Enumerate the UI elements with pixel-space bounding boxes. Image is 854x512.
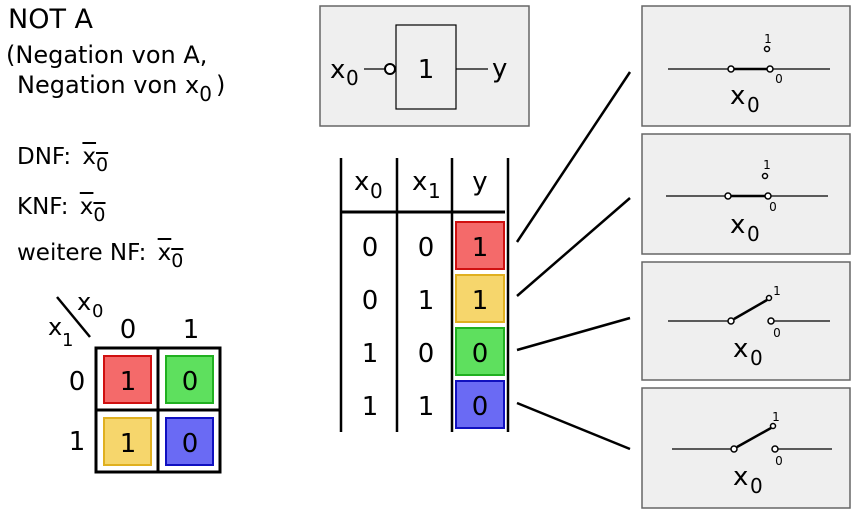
switch-var-sub: 0 [750, 346, 763, 370]
switch-bottom-label: 0 [775, 72, 783, 86]
kmap-cell: 1 [120, 429, 137, 459]
switch-top-label: 1 [773, 284, 781, 298]
cell-x0: 1 [362, 392, 379, 422]
kmap-col-label: 1 [183, 315, 200, 345]
kmap-row-sub: 1 [62, 330, 73, 351]
form-other: weitere NF: x0 [17, 238, 183, 276]
switch-top-label: 1 [763, 158, 771, 172]
switch-panel: 1 0 x 0 [641, 261, 851, 381]
subtitle-line2: Negation von x0) [17, 70, 225, 109]
switch-var: x [730, 81, 745, 111]
subtitle-line1: (Negation von A, [6, 41, 208, 69]
switch-lever [736, 426, 772, 449]
kmap-cell-bg [103, 417, 152, 466]
switch-top-label: 1 [764, 32, 772, 46]
gate-symbol: x 0 1 y [319, 5, 530, 127]
form-label: weitere NF: [17, 240, 147, 266]
kmap-cell: 0 [182, 367, 199, 397]
connector-line [516, 197, 631, 297]
cell-y-bg [455, 221, 505, 270]
karnaugh-map: x 0 x 1 0 1 0 1 1 0 1 0 [48, 288, 222, 474]
connector-line [515, 71, 632, 243]
header-x0: x [354, 167, 369, 197]
cell-y-bg [455, 380, 505, 429]
switch-top-label: 1 [772, 410, 780, 424]
kmap-diagonal [56, 296, 91, 338]
negation-bubble [384, 63, 396, 75]
cell-x1: 0 [418, 339, 435, 369]
negated-var: x0 [82, 144, 109, 176]
switch-bottom-label: 0 [775, 454, 783, 468]
header-x1: x [412, 167, 427, 197]
cell-y-bg [455, 274, 505, 323]
subtitle-prefix: Negation von [17, 71, 185, 99]
cell-x1: 1 [418, 286, 435, 316]
gate-body [395, 24, 457, 110]
negated-var: x0 [157, 240, 184, 272]
gate-input-var: x [330, 55, 345, 85]
kmap-row-label: 1 [69, 427, 86, 457]
cell-y: 1 [472, 233, 489, 263]
switch-var: x [733, 334, 748, 364]
cell-y: 0 [472, 392, 489, 422]
form-label: KNF: [17, 194, 69, 220]
truth-table: x 0 x 1 y 0 0 1 0 1 1 1 0 0 1 1 0 [339, 158, 510, 432]
kmap-row-label: 0 [69, 367, 86, 397]
kmap-cell: 0 [182, 429, 199, 459]
kmap-row-var: x [48, 313, 62, 341]
subtitle-var: x [185, 71, 200, 99]
switch-panel: 1 0 x 0 [641, 133, 851, 255]
kmap-col-sub: 0 [92, 301, 103, 322]
form-label: DNF: [17, 144, 72, 170]
switch-bottom-label: 0 [769, 200, 777, 214]
subtitle-close: ) [215, 71, 226, 99]
negated-var: x0 [79, 194, 106, 226]
kmap-col-label: 0 [120, 315, 137, 345]
kmap-col-var: x [77, 288, 91, 316]
switch-var: x [733, 462, 748, 492]
gate-output: y [492, 54, 507, 84]
cell-y: 1 [472, 286, 489, 316]
header-x1-sub: 1 [428, 179, 441, 203]
cell-y-bg [455, 327, 505, 376]
switch-var-sub: 0 [747, 222, 760, 246]
cell-x1: 1 [418, 392, 435, 422]
connector-line [516, 316, 631, 352]
switch-var: x [730, 210, 745, 240]
kmap-cell: 1 [120, 367, 137, 397]
switch-panel: 1 0 x 0 [641, 387, 851, 509]
gate-input-sub: 0 [346, 66, 359, 90]
cell-y: 0 [472, 339, 489, 369]
connector-line [516, 401, 631, 451]
switch-bottom-label: 0 [773, 326, 781, 340]
switch-lever [733, 298, 768, 321]
title: NOT A [8, 4, 93, 35]
form-knf: KNF: x0 [17, 192, 106, 230]
switch-panel: 1 0 x 0 [641, 5, 851, 127]
cell-x1: 0 [418, 233, 435, 263]
subtitle-sub: 0 [199, 82, 212, 106]
kmap-cell-bg [165, 355, 214, 404]
cell-x0: 1 [362, 339, 379, 369]
switch-var-sub: 0 [750, 474, 763, 498]
cell-x0: 0 [362, 233, 379, 263]
kmap-cell-bg [165, 417, 214, 466]
form-dnf: DNF: x0 [17, 142, 108, 180]
gate-symbol-label: 1 [418, 55, 435, 85]
cell-x0: 0 [362, 286, 379, 316]
header-y: y [472, 167, 487, 197]
switch-var-sub: 0 [747, 93, 760, 117]
header-x0-sub: 0 [370, 179, 383, 203]
connector-lines [515, 71, 632, 451]
kmap-cell-bg [103, 355, 152, 404]
